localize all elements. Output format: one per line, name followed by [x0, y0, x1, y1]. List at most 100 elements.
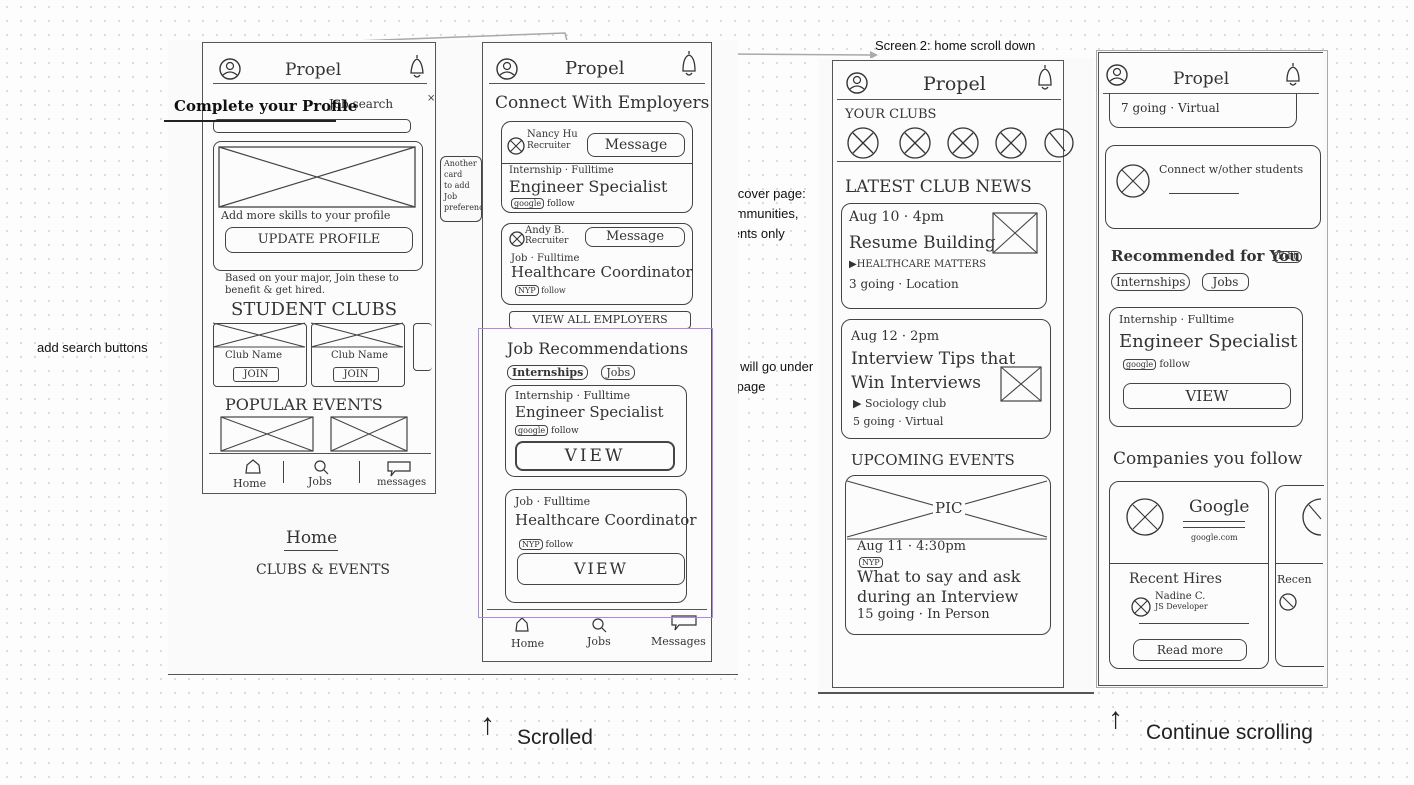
tab-internships[interactable]: Internships	[1111, 273, 1191, 291]
news-date: Aug 10 · 4pm	[849, 209, 944, 225]
based-on-major-text: Based on your major, Join these to benef…	[225, 273, 399, 297]
view-button[interactable]: VIEW	[1123, 383, 1291, 409]
companies-heading: Companies you follow	[1113, 449, 1303, 469]
company-card-partial[interactable]	[1275, 485, 1324, 667]
message-button[interactable]: Message	[587, 133, 685, 157]
nav-home[interactable]: Home	[233, 477, 267, 490]
company-tag: NYP	[519, 539, 543, 550]
recruiter-name: Nancy Hu	[527, 129, 578, 140]
nav-jobs[interactable]: Jobs	[308, 475, 332, 488]
event-card[interactable]	[845, 475, 1051, 635]
news-card[interactable]	[841, 203, 1047, 309]
event-image-placeholder	[330, 416, 408, 452]
follow-link[interactable]: follow	[545, 540, 574, 550]
bell-icon[interactable]	[1283, 61, 1303, 89]
update-profile-button[interactable]: UPDATE PROFILE	[225, 227, 413, 253]
job-title: Healthcare Coordinator	[511, 263, 693, 281]
arrow-up-icon: ↑	[1108, 702, 1123, 735]
nav-jobs[interactable]: Jobs	[587, 635, 611, 648]
underline	[164, 120, 336, 122]
read-more-button[interactable]: Read more	[1133, 639, 1247, 661]
follow-link[interactable]: follow	[547, 199, 575, 209]
club-card-partial[interactable]	[413, 323, 432, 371]
news-title: Resume Building	[849, 233, 996, 253]
follow-link[interactable]: follow	[541, 286, 566, 295]
search-icon[interactable]	[313, 459, 329, 475]
job-rec-card[interactable]	[505, 385, 687, 477]
bell-icon[interactable]	[679, 49, 699, 79]
job-title: Engineer Specialist	[1119, 331, 1298, 352]
search-input[interactable]	[213, 119, 411, 133]
bell-icon[interactable]	[407, 53, 427, 79]
tab-internships[interactable]: Internships	[507, 365, 589, 380]
follow-link[interactable]: follow	[1159, 359, 1191, 370]
club-name: Club Name	[331, 350, 388, 361]
event-card-bottom[interactable]	[1109, 93, 1297, 128]
edit-button[interactable]: Edit	[1273, 251, 1302, 263]
app-title: Propel	[1173, 69, 1230, 89]
screen2-phone: Propel YOUR CLUBS LATEST CLUB NEWS Aug 1…	[832, 60, 1074, 688]
hire-avatar-icon	[1279, 593, 1297, 611]
news-image-placeholder	[992, 212, 1038, 254]
club-image-placeholder	[310, 322, 404, 348]
employer-card[interactable]	[501, 223, 693, 305]
job-rec-card[interactable]	[505, 489, 687, 603]
nav-messages[interactable]: messages	[377, 477, 427, 488]
join-button[interactable]: JOIN	[333, 367, 379, 382]
event-image-placeholder	[220, 416, 314, 452]
another-card-line: Job	[444, 192, 458, 201]
app-title: Propel	[565, 58, 625, 79]
popular-events-heading: POPULAR EVENTS	[225, 395, 383, 414]
caption-home: Home	[286, 528, 338, 548]
news-card[interactable]	[841, 319, 1051, 439]
discover-note-line: Communities,	[719, 206, 799, 221]
home-icon[interactable]	[515, 617, 529, 633]
view-button[interactable]: VIEW	[515, 441, 675, 471]
view-button[interactable]: VIEW	[517, 553, 685, 585]
caption-clubs-events: CLUBS & EVENTS	[256, 562, 391, 578]
view-all-employers-button[interactable]: VIEW ALL EMPLOYERS	[509, 311, 691, 329]
news-meta: 3 going · Location	[849, 277, 959, 291]
job-rec-card[interactable]	[1109, 307, 1303, 427]
company-logo-icon	[1302, 498, 1322, 536]
bell-icon[interactable]	[1035, 63, 1055, 93]
tab-jobs[interactable]: Jobs	[1201, 273, 1250, 291]
company-card[interactable]	[1109, 481, 1269, 669]
home-icon[interactable]	[245, 459, 261, 475]
your-clubs-heading: YOUR CLUBS	[845, 107, 937, 122]
event-title: What to say and ask	[857, 567, 1021, 586]
company-name: Google	[1189, 497, 1250, 517]
app-title: Propel	[285, 60, 342, 80]
another-card-note-text: Another card to add Job preferences	[444, 158, 492, 213]
recruiter-role: Recruiter	[525, 236, 569, 246]
news-title: Interview Tips that	[851, 349, 1016, 369]
employer-card[interactable]	[501, 121, 693, 213]
follow-link[interactable]: follow	[551, 426, 579, 436]
tab-jobs[interactable]: Jobs	[601, 365, 636, 380]
search-icon[interactable]	[591, 617, 607, 633]
event-date: Aug 11 · 4:30pm	[857, 539, 966, 554]
screen2-label: Screen 2: home scroll down	[875, 38, 1036, 53]
club-card[interactable]	[213, 323, 307, 387]
close-icon[interactable]: ×	[427, 93, 436, 104]
hire-avatar-icon	[1131, 597, 1151, 617]
news-date: Aug 12 · 2pm	[851, 329, 940, 344]
company-row: NYP follow	[519, 539, 573, 550]
company-logo-icon	[1126, 498, 1164, 536]
connect-students-card[interactable]	[1105, 145, 1321, 229]
message-button[interactable]: Message	[585, 227, 685, 247]
message-icon[interactable]	[387, 461, 411, 477]
recruiter-avatar-icon	[509, 231, 525, 247]
nav-messages[interactable]: Messages	[651, 635, 706, 648]
company-tag: google	[511, 198, 545, 209]
avatar-icon	[219, 58, 241, 80]
complete-profile-heading: Complete your Profile	[174, 97, 358, 115]
profile-card	[213, 141, 423, 271]
hire-role: JS Developer	[1155, 602, 1208, 611]
recruiter-role: Recruiter	[527, 141, 571, 151]
event-tag-row: NYP	[859, 557, 883, 568]
student-clubs-heading: STUDENT CLUBS	[231, 299, 398, 320]
join-button[interactable]: JOIN	[233, 367, 279, 382]
club-card[interactable]	[311, 323, 405, 387]
nav-home[interactable]: Home	[511, 637, 545, 650]
